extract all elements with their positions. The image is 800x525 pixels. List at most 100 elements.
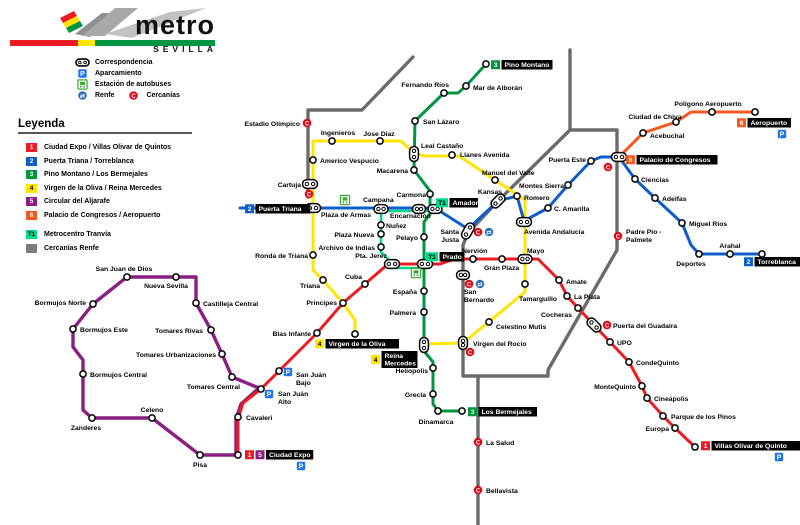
svg-text:P: P [80, 71, 85, 78]
bus-icon [339, 194, 351, 206]
legend-line-label: Pino Montano / Los Bermejales [44, 171, 148, 179]
station-label: Leal Castaño [421, 143, 463, 150]
station-label: Dinamarca [419, 419, 454, 426]
station-dot [458, 407, 466, 415]
icon-key-item: Estación de autobuses [75, 78, 172, 90]
station-dot [339, 299, 347, 307]
station-dot [420, 233, 428, 241]
station-label: UPO [617, 340, 632, 347]
svg-text:T1: T1 [428, 254, 436, 261]
legend-divider [18, 132, 192, 134]
station-interchange [301, 178, 319, 190]
station-dot [639, 129, 647, 137]
icon-key-label: Estación de autobuses [95, 80, 172, 88]
svg-text:P: P [299, 464, 304, 471]
station-dot [498, 255, 506, 263]
svg-text:⇄: ⇄ [486, 228, 492, 236]
terminus-label-text: Palacio de Congresos [640, 157, 711, 164]
station-dot [319, 276, 327, 284]
parking-icon: P [283, 367, 293, 377]
station-dot [513, 192, 521, 200]
station-label: Puerta Este [549, 157, 587, 164]
station-label: Llanes Avenida [460, 152, 510, 159]
station-dot [672, 118, 680, 126]
station-dot [469, 255, 477, 263]
station-label: San Juán [278, 391, 308, 398]
station-label: Tomares Rivas [155, 328, 203, 335]
line-badge [626, 155, 635, 165]
station-dot [638, 382, 646, 390]
svg-text:C: C [307, 192, 312, 198]
station-label: Principes [306, 300, 337, 307]
station-dot [361, 280, 369, 288]
station-dot [123, 273, 131, 281]
station-dot [429, 364, 437, 372]
station-interchange [586, 317, 602, 333]
station-label: Mar de Alborán [473, 85, 522, 92]
station-label: Ingenieros [321, 130, 356, 137]
station-dot [521, 280, 529, 288]
svg-text:C: C [605, 323, 610, 329]
line-badge [744, 257, 753, 267]
station-dot [606, 338, 614, 346]
station-interchange [411, 203, 427, 215]
station-dot [563, 292, 571, 300]
station-label: Archivo de Indias [318, 245, 375, 252]
station-interchange [383, 258, 401, 270]
icon-key-label: Cercanías [146, 91, 180, 99]
station-label: Ciudad de Chiva [628, 114, 681, 121]
station-label: Puerta del Guadaira [613, 323, 677, 330]
cercanias-icon: C [473, 485, 483, 495]
station-label: Cartuja [278, 182, 302, 189]
station-label: San Juan de Dios [96, 266, 153, 273]
station-label: Bormujos Norte [35, 300, 87, 307]
line-badge [491, 60, 500, 70]
svg-text:P: P [777, 455, 782, 462]
station-dot [564, 181, 572, 189]
cercanias-icon: C [304, 189, 314, 199]
station-label: Pisa [193, 462, 207, 469]
line-cercanias-anillo [461, 48, 619, 378]
station-label: Grecia [405, 392, 426, 399]
icon-key-label: Correspondencia [95, 58, 153, 66]
station-label: Montes Sierra [519, 183, 564, 190]
station-interchange [517, 253, 533, 265]
station-label: MonteQuinto [594, 384, 636, 391]
svg-text:2: 2 [747, 259, 751, 266]
station-dot [89, 300, 97, 308]
station-dot [678, 219, 686, 227]
station-label: Deportes [676, 261, 706, 268]
station-label: Parque de los Pinos [671, 414, 736, 421]
station-dot [79, 370, 87, 378]
station-label: Bellavista [486, 488, 518, 495]
station-label: Cineápolis [654, 396, 689, 403]
station-dot [462, 82, 470, 90]
station-label: Pta. Jerez [355, 253, 387, 260]
cercanias-icon: C [473, 227, 483, 237]
cercanias-icon: C [129, 90, 139, 100]
terminus-label-text: Virgen de la Oliva [329, 341, 386, 348]
station-dot [485, 318, 493, 326]
station-dot [148, 414, 156, 422]
svg-text:P: P [267, 392, 272, 399]
station-label: Romero [524, 195, 550, 202]
station-dot [257, 385, 265, 393]
legend-line-label: Circular del Aljarafe [44, 198, 110, 206]
station-dot [643, 394, 651, 402]
station-label: Bajo [296, 380, 311, 387]
station-label: Americo Vespucio [320, 158, 379, 165]
station-dot [420, 287, 428, 295]
svg-text:C: C [476, 440, 481, 446]
station-dot [555, 276, 563, 284]
station-label: San Juán [296, 372, 326, 379]
station-dot [758, 250, 766, 258]
station-label: Cuba [345, 274, 362, 281]
